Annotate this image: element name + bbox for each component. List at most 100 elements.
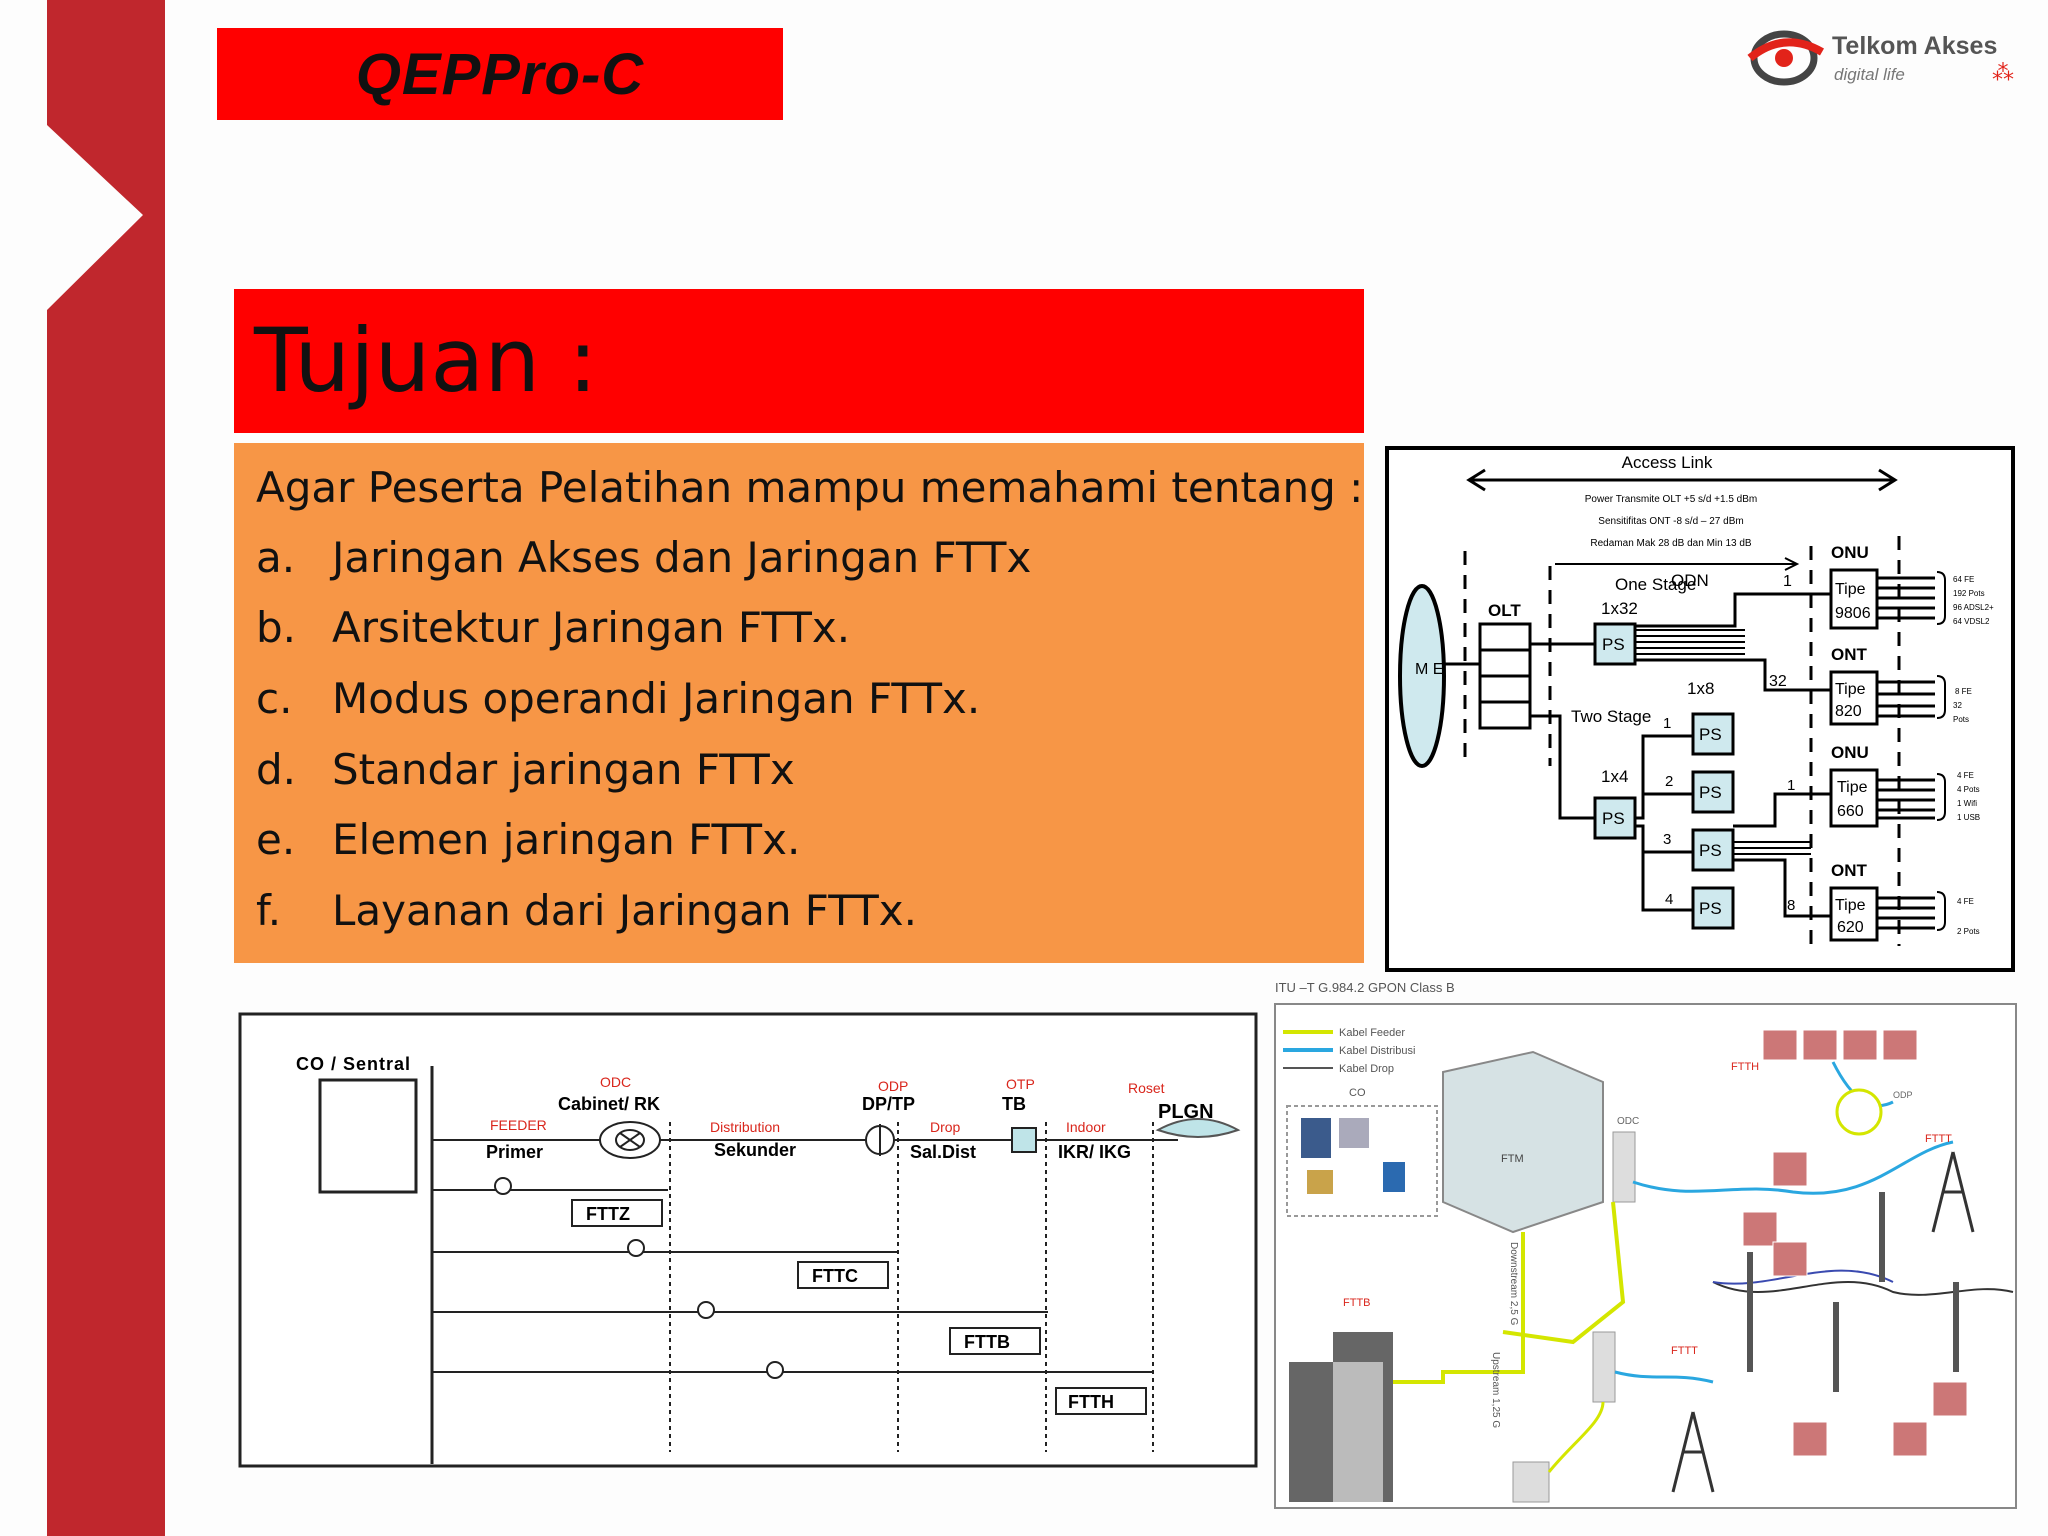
port-820-2: Pots xyxy=(1953,715,1969,724)
tipe-label: Tipe xyxy=(1835,897,1866,914)
tipe-label: Tipe xyxy=(1837,779,1868,796)
saldist-label: Sal.Dist xyxy=(910,1142,976,1162)
ftth-label: FTTH xyxy=(1068,1392,1114,1412)
indoor-label: Indoor xyxy=(1066,1119,1106,1135)
gpon-caption: ITU –T G.984.2 GPON Class B xyxy=(1275,980,1455,995)
branch-3: 3 xyxy=(1663,831,1671,848)
list-item-text: Layanan dari Jaringan FTTx. xyxy=(332,886,917,935)
sensitivity-label: Sensitifitas ONT -8 s/d – 27 dBm xyxy=(1598,516,1743,527)
ftth-label: FTTH xyxy=(1731,1061,1759,1073)
redaman-label: Redaman Mak 28 dB dan Min 13 dB xyxy=(1590,538,1752,549)
list-marker: a. xyxy=(256,533,296,582)
list-marker: b. xyxy=(256,603,297,652)
primer-label: Primer xyxy=(486,1142,543,1162)
tipe-9806: 9806 xyxy=(1835,605,1871,622)
otp-label: OTP xyxy=(1006,1076,1035,1092)
list-item: e. Elemen jaringan FTTx. xyxy=(256,815,800,864)
odn-label: ODN xyxy=(1671,571,1709,590)
list-item-text: Jaringan Akses dan Jaringan FTTx xyxy=(332,533,1032,582)
port-620-1: 2 Pots xyxy=(1957,927,1980,936)
ps-label: PS xyxy=(1699,783,1722,802)
list-item-text: Modus operandi Jaringan FTTx. xyxy=(332,674,981,723)
ps-label: PS xyxy=(1699,841,1722,860)
odc-label: ODC xyxy=(1617,1116,1639,1127)
tipe-label: Tipe xyxy=(1835,681,1866,698)
tipe-660: 660 xyxy=(1837,803,1864,820)
list-marker: f. xyxy=(256,886,282,935)
list-item: c. Modus operandi Jaringan FTTx. xyxy=(256,674,980,723)
port-660-0: 4 FE xyxy=(1957,771,1974,780)
olt-label: OLT xyxy=(1488,601,1521,620)
port-660-3: 1 USB xyxy=(1957,813,1980,822)
port-9806-3: 64 VDSL2 xyxy=(1953,617,1990,626)
feeder-label: FEEDER xyxy=(490,1117,547,1133)
power-label: Power Transmite OLT +5 s/d +1.5 dBm xyxy=(1585,494,1758,505)
port-9806-0: 64 FE xyxy=(1953,575,1974,584)
fttb-label: FTTB xyxy=(1343,1297,1371,1309)
port-820-0: 8 FE xyxy=(1955,687,1972,696)
ont-label: ONT xyxy=(1831,645,1868,664)
telkom-akses-logo: Telkom Akses digital life ⁂ xyxy=(1747,30,2014,86)
odp-label: ODP xyxy=(878,1078,908,1094)
logo-name: Telkom Akses xyxy=(1832,32,1997,60)
ikr-label: IKR/ IKG xyxy=(1058,1142,1131,1162)
branch-4: 4 xyxy=(1665,891,1673,908)
co-label: CO xyxy=(1349,1087,1366,1099)
list-marker: e. xyxy=(256,815,296,864)
list-item-text: Elemen jaringan FTTx. xyxy=(332,815,801,864)
objectives-box: Agar Peserta Pelatihan mampu memahami te… xyxy=(234,443,1364,963)
fttx-network-map: Kabel Feeder Kabel Distribusi Kabel Drop… xyxy=(1274,1003,2017,1509)
tipe-820: 820 xyxy=(1835,703,1862,720)
title-banner: Tujuan : xyxy=(234,289,1364,433)
ps-label: PS xyxy=(1602,809,1625,828)
dptp-label: DP/TP xyxy=(862,1094,915,1114)
onu-label: ONU xyxy=(1831,543,1869,562)
gpon-architecture-diagram: Access Link Power Transmite OLT +5 s/d +… xyxy=(1385,446,2015,972)
fttc-label: FTTC xyxy=(812,1266,858,1286)
list-item-text: Standar jaringan FTTx xyxy=(332,745,795,794)
legend-feeder: Kabel Feeder xyxy=(1339,1027,1405,1039)
ps-label: PS xyxy=(1699,899,1722,918)
distribution-label: Distribution xyxy=(710,1119,780,1135)
fttz-label: FTTZ xyxy=(586,1204,630,1224)
ont-label: ONT xyxy=(1831,861,1868,880)
one-stage-label: One Stage xyxy=(1615,575,1696,594)
fttx-topology-diagram: CO / Sentral ODC Cabinet/ RK ODP DP/TP O… xyxy=(238,1012,1258,1468)
port-32: 32 xyxy=(1769,673,1787,690)
fttb-label: FTTB xyxy=(964,1332,1010,1352)
split-1x8-label: 1x8 xyxy=(1687,679,1714,698)
list-marker: c. xyxy=(256,674,293,723)
objectives-intro: Agar Peserta Pelatihan mampu memahami te… xyxy=(256,463,1364,512)
list-item: a. Jaringan Akses dan Jaringan FTTx xyxy=(256,533,1031,582)
cabinet-label: Cabinet/ RK xyxy=(558,1094,660,1114)
drop-label: Drop xyxy=(930,1119,961,1135)
me-label: M E xyxy=(1415,661,1443,678)
plgn-label: PLGN xyxy=(1158,1101,1214,1123)
brand-label: QEPPro-C xyxy=(355,41,645,107)
legend-distribusi: Kabel Distribusi xyxy=(1339,1045,1415,1057)
chevron-arrow-decoration xyxy=(0,0,165,1536)
roset-label: Roset xyxy=(1128,1080,1165,1096)
odp-label: ODP xyxy=(1893,1090,1913,1100)
ps-label: PS xyxy=(1602,635,1625,654)
port-8: 8 xyxy=(1787,897,1795,914)
odc-label: ODC xyxy=(600,1074,631,1090)
port-660-2: 1 Wifi xyxy=(1957,799,1977,808)
port-820-1: 32 xyxy=(1953,701,1962,710)
port-1: 1 xyxy=(1783,573,1792,590)
split-1x4-label: 1x4 xyxy=(1601,767,1628,786)
port-1b: 1 xyxy=(1787,777,1795,794)
tb-label: TB xyxy=(1002,1094,1026,1114)
split-1x32-label: 1x32 xyxy=(1601,599,1638,618)
port-9806-2: 96 ADSL2+ xyxy=(1953,603,1994,612)
onu-label: ONU xyxy=(1831,743,1869,762)
access-link-label: Access Link xyxy=(1622,453,1713,472)
logo-tagline: digital life xyxy=(1834,65,1905,84)
upstream-label: Upstream 1,25 G xyxy=(1490,1352,1501,1428)
port-660-1: 4 Pots xyxy=(1957,785,1980,794)
branch-1: 1 xyxy=(1663,715,1671,732)
svg-text:⁂: ⁂ xyxy=(1992,60,2014,85)
fttt-label-2: FTTT xyxy=(1671,1345,1698,1357)
legend-drop: Kabel Drop xyxy=(1339,1063,1394,1075)
list-item-text: Arsitektur Jaringan FTTx. xyxy=(332,603,851,652)
